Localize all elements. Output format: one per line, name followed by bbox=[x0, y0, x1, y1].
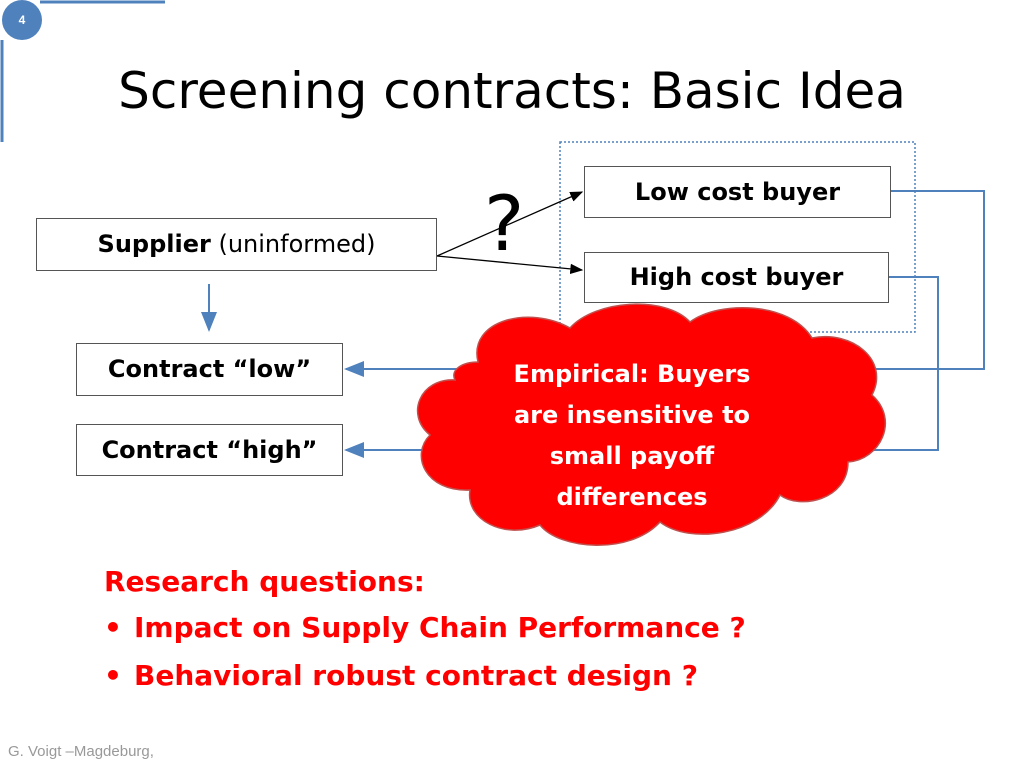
buyer-group-frame bbox=[559, 141, 916, 333]
arrow-to-high-cost-buyer bbox=[436, 255, 584, 275]
slide-number: 4 bbox=[18, 13, 26, 27]
arrow-to-low-cost-buyer bbox=[436, 191, 584, 257]
low-cost-buyer-box: Low cost buyer bbox=[584, 166, 891, 218]
slide-title: Screening contracts: Basic Idea bbox=[118, 62, 906, 120]
contract-low-label: Contract “low” bbox=[107, 355, 312, 383]
contract-high-box: Contract “high” bbox=[76, 424, 343, 476]
research-heading: Research questions: bbox=[104, 565, 425, 598]
research-item: • Impact on Supply Chain Performance ? bbox=[104, 604, 746, 652]
bullet-icon: • bbox=[104, 611, 122, 644]
footer-text: G. Voigt –Magdeburg, bbox=[8, 743, 154, 760]
high-cost-buyer-box: High cost buyer bbox=[584, 252, 889, 303]
supplier-box: Supplier (uninformed) bbox=[36, 218, 437, 271]
cloud-label: Empirical: Buyers are insensitive to sma… bbox=[513, 360, 751, 511]
bullet-icon: • bbox=[104, 659, 122, 692]
supplier-qualifier: (uninformed) bbox=[210, 230, 376, 258]
research-list: • Impact on Supply Chain Performance ? •… bbox=[104, 604, 746, 700]
contract-high-label: Contract “high” bbox=[101, 436, 318, 464]
research-item: • Behavioral robust contract design ? bbox=[104, 652, 746, 700]
slide-number-badge bbox=[2, 0, 42, 40]
contract-low-box: Contract “low” bbox=[76, 343, 343, 396]
low-cost-buyer-label: Low cost buyer bbox=[634, 178, 841, 206]
question-mark: ? bbox=[484, 179, 525, 268]
research-item-text: Impact on Supply Chain Performance ? bbox=[134, 611, 746, 644]
supplier-label: Supplier bbox=[97, 230, 211, 258]
research-questions: Research questions: • Impact on Supply C… bbox=[104, 560, 746, 700]
research-item-text: Behavioral robust contract design ? bbox=[134, 659, 698, 692]
high-cost-buyer-label: High cost buyer bbox=[629, 263, 844, 291]
cloud-shape bbox=[416, 303, 886, 546]
